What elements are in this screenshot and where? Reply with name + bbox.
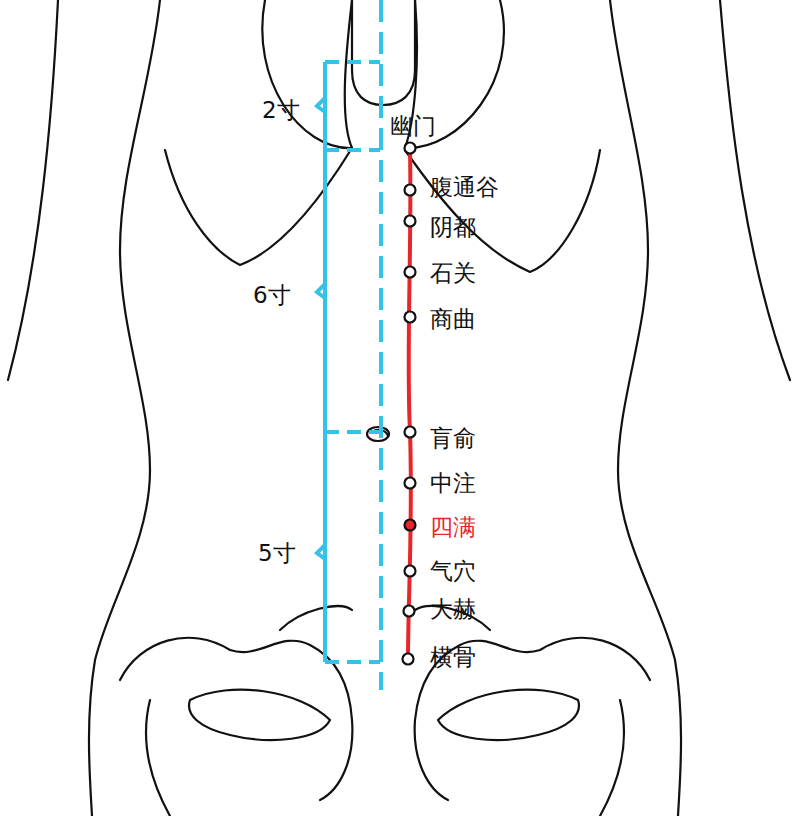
dimension-label: 5寸 [258, 542, 296, 565]
acupoint [405, 566, 416, 577]
pelvis-opening [189, 690, 330, 740]
pelvis-outline [415, 638, 650, 800]
dimension-tick [325, 430, 380, 434]
hip-outline [600, 700, 624, 816]
costal-arch [405, 150, 600, 272]
acupoint [405, 143, 416, 154]
acupoint-name: 腹通谷 [430, 176, 499, 199]
dimension-tick [325, 660, 380, 664]
acupoint-name: 中注 [430, 472, 476, 495]
arm-outline [8, 0, 58, 380]
torso-outline [89, 0, 160, 816]
acupoint-name: 幽门 [390, 115, 436, 138]
brace-point [317, 545, 325, 559]
acupoint-name: 石关 [430, 262, 476, 285]
acupoint [405, 427, 416, 438]
arm-outline [720, 0, 790, 380]
torso-outline [610, 0, 681, 816]
hip-outline [146, 700, 170, 816]
acupoint [405, 267, 416, 278]
acupoint [405, 216, 416, 227]
acupoint-name: 商曲 [430, 308, 476, 331]
acupoint-name: 大赫 [430, 598, 476, 621]
xiphoid-outline [352, 0, 415, 105]
dimension-tick [325, 60, 380, 64]
acupoint-name: 阴都 [430, 216, 476, 239]
rib-outline [262, 0, 352, 148]
dimension-label: 2寸 [262, 99, 300, 122]
acupoint-name: 肓俞 [430, 427, 476, 450]
brace-point [317, 284, 325, 298]
dimension-label: 6寸 [253, 284, 291, 307]
acupoint-name: 横骨 [430, 646, 476, 669]
acupoint [403, 654, 414, 665]
midline [379, 0, 383, 690]
iliac-crest [280, 606, 352, 630]
acupoint [404, 606, 415, 617]
acupoint-highlight [405, 520, 416, 531]
dimension-tick [325, 148, 380, 152]
acupoint-name-highlight: 四满 [430, 516, 476, 539]
pelvis-opening [438, 690, 579, 740]
pelvis-outline [120, 638, 352, 800]
acupoint [405, 312, 416, 323]
acupoint [405, 478, 416, 489]
brace-point [317, 98, 325, 112]
acupoint-name: 气穴 [430, 560, 476, 583]
acupoint [405, 185, 416, 196]
